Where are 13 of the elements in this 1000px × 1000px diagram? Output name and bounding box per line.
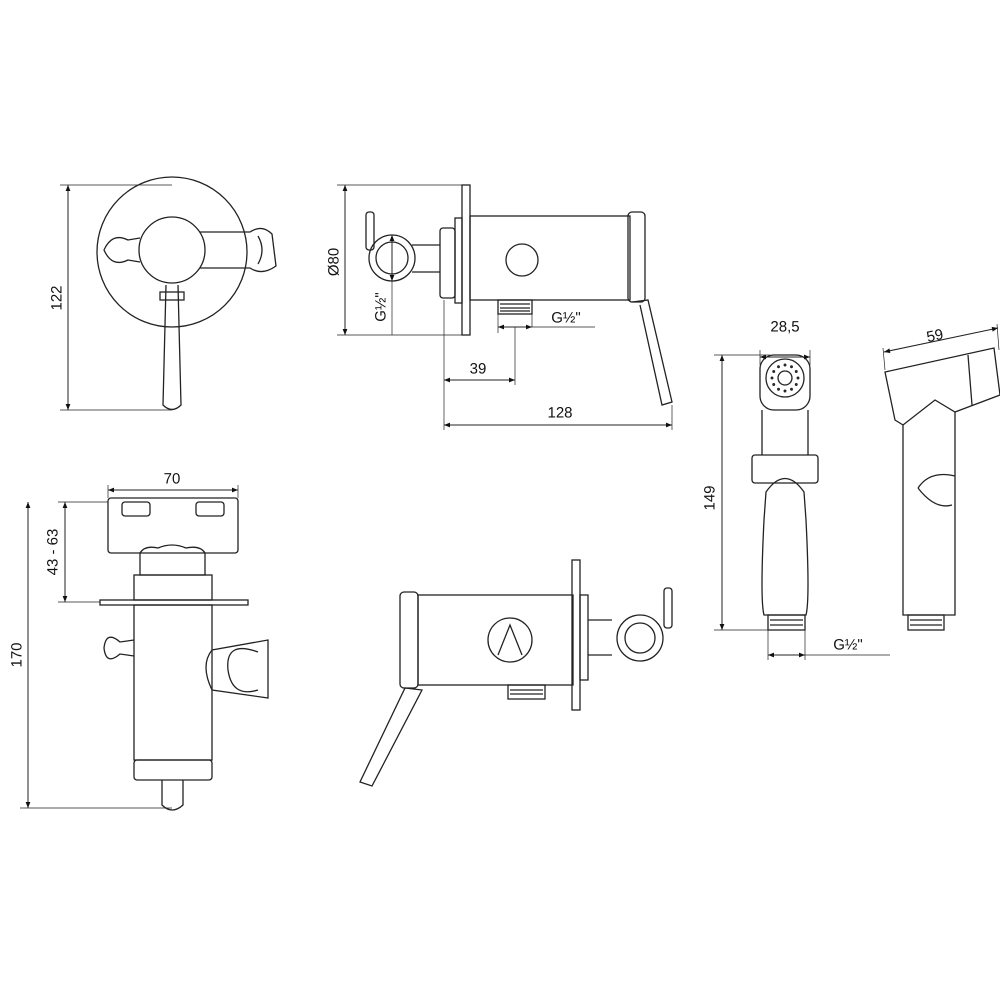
dimension-value: 70 — [164, 472, 180, 486]
dimension-value: G½" — [833, 638, 863, 652]
dimension-value: Ø80 — [326, 248, 342, 276]
dimension-value: 59 — [925, 326, 945, 346]
dimension-value: 28,5 — [770, 320, 800, 334]
dimension-value: 122 — [50, 285, 64, 311]
dimension-value: 128 — [547, 406, 573, 420]
dimension-value: 170 — [10, 642, 24, 668]
dimension-value: 149 — [702, 485, 718, 511]
dimension-value: G½" — [374, 292, 388, 322]
dimension-value: G½" — [551, 310, 581, 326]
dimension-value: 39 — [470, 362, 486, 376]
dimension-value: 43 - 63 — [46, 528, 60, 576]
